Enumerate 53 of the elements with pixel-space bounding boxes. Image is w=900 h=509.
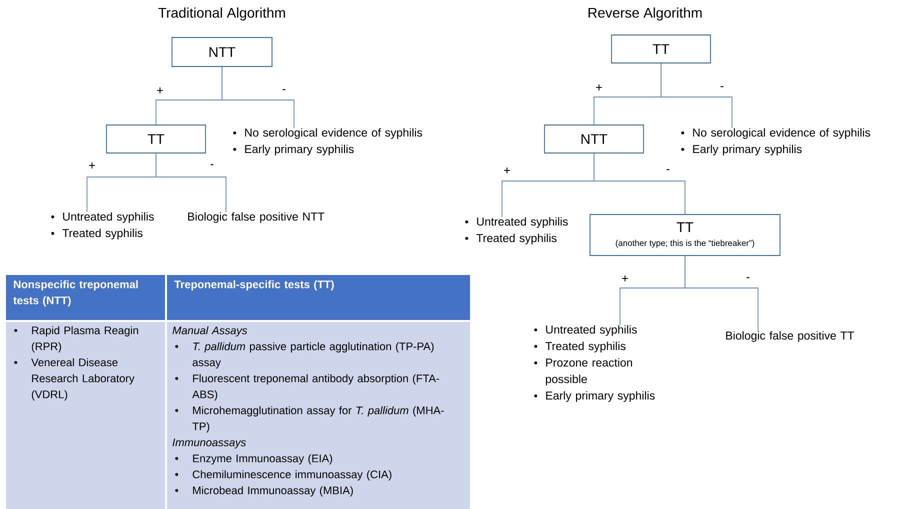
table-cell: Manual Assays T. pallidum passive particle agglutination (TP-PA) assay Fluorescent treponemal antibody absorption (FTA-ABS) Microhemagglutination assay for T. pallidum (MHA-TP) Immunoassays Enzyme Immunoassay (EIA) Chemiluminescence immunoassay (CIA) Microbead Immunoassay (MBIA): [167, 322, 470, 509]
connector-line: [594, 153, 686, 214]
label: Enzyme Immunoassay (EIA): [193, 454, 332, 464]
node-label: No serological evidence of syphilis: [245, 128, 422, 139]
edge-label: +: [502, 166, 512, 176]
edge-label: +: [88, 162, 96, 170]
result-list: No serological evidence of syphilis Early primary syphilis: [233, 128, 422, 156]
result-list: No serological evidence of syphilis Early primary syphilis: [681, 128, 870, 156]
label: Fluorescent treponemal antibody absorption (FTA-ABS): [192, 374, 440, 400]
test-box: TT: [106, 124, 206, 154]
node-label: Untreated syphilis: [477, 217, 568, 228]
table-header-cell: Treponemal-specific tests (TT): [167, 275, 470, 320]
node-label: Early primary syphilis: [693, 144, 802, 156]
label: Immunoassays: [172, 438, 246, 448]
connector-line: [156, 153, 226, 212]
edge-label: -: [719, 85, 725, 91]
node-label: Untreated syphilis: [63, 212, 154, 223]
node-label: Treated syphilis: [476, 234, 557, 244]
result-list: Untreated syphilis Treated syphilis Prozone reaction possible Early primary syphilis: [534, 325, 655, 402]
node-label: Treated syphilis: [545, 342, 626, 352]
connector-line: [660, 63, 732, 128]
result-text: Biologic false positive NTT: [188, 212, 324, 223]
result-list: Untreated syphilis Treated syphilis: [51, 212, 154, 240]
edge-label: +: [594, 84, 604, 92]
test-box: NTT: [172, 37, 272, 67]
test-box: TT (another type; this is the “tiebreaker”): [590, 214, 780, 256]
node-label: Prozone reaction possible: [546, 358, 632, 386]
node-label: Untreated syphilis: [546, 325, 637, 336]
table-header-cell: Nonspecific treponemal tests (NTT): [6, 275, 165, 320]
node-label: Early primary syphilis: [245, 144, 354, 156]
heading: Traditional Algorithm: [158, 7, 285, 21]
node-label: Treated syphilis: [62, 228, 143, 240]
edge-label: -: [745, 276, 751, 282]
edge-label: -: [665, 168, 671, 174]
node-label: Early primary syphilis: [546, 391, 655, 402]
connector-line: [222, 66, 294, 128]
node-label: No serological evidence of syphilis: [693, 128, 870, 139]
label: Manual Assays: [172, 326, 248, 336]
edge-label: -: [281, 88, 287, 94]
result-text: Biologic false positive TT: [726, 331, 854, 342]
label: Chemiluminescence immunoassay (CIA): [192, 470, 392, 480]
connector-line: [684, 256, 758, 332]
label: Microhemagglutination assay for T. pallidum (MHA-TP): [192, 406, 444, 432]
result-list: Untreated syphilis Treated syphilis: [465, 217, 568, 244]
test-box: TT: [611, 34, 711, 64]
table-cell: Rapid Plasma Reagin (RPR) Venereal Disease Research Laboratory (VDRL): [6, 322, 165, 509]
label: Microbead Immunoassay (MBIA): [193, 486, 353, 496]
label: T. pallidum passive particle agglutination (TP-PA) assay: [192, 342, 434, 368]
test-box: NTT: [544, 124, 644, 154]
heading: Reverse Algorithm: [588, 7, 702, 21]
edge-label: -: [209, 163, 215, 169]
edge-label: +: [620, 274, 630, 284]
edge-label: +: [156, 86, 164, 96]
